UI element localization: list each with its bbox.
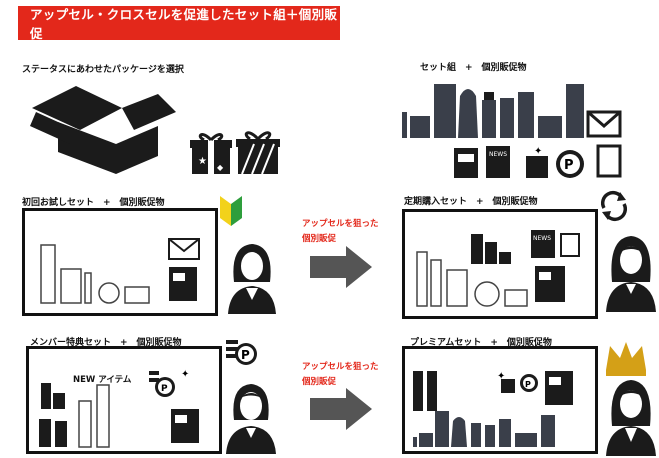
title-banner: アップセル・クロスセルを促進したセット組＋個別販促 xyxy=(18,6,340,41)
woman-avatar-icon xyxy=(228,244,276,314)
beginner-mark-icon xyxy=(220,196,242,226)
premium-set-label: プレミアムセット + 個別販促物 xyxy=(410,338,552,348)
upsell-label-2: アップセルを狙った 個別販促 xyxy=(302,360,379,390)
upsell-label-1: アップセルを狙った 個別販促 xyxy=(302,217,379,247)
member-items-icon: P ✦ xyxy=(39,369,199,448)
gift-box-icon: ★◆ xyxy=(190,133,232,174)
gift-box-striped-icon xyxy=(236,131,280,175)
refresh-icon xyxy=(600,191,628,221)
member-set-label: メンバー特典セット + 個別販促物 xyxy=(30,338,182,348)
woman-avatar-icon xyxy=(606,236,656,312)
set-products-icon xyxy=(402,84,622,138)
svg-text:P: P xyxy=(525,380,531,389)
svg-text:★: ★ xyxy=(198,156,207,167)
regular-items-icon: NEWS xyxy=(416,230,580,307)
svg-text:◆: ◆ xyxy=(217,163,224,172)
svg-text:P: P xyxy=(241,348,250,362)
upsell-text-line2: 個別販促 xyxy=(302,377,337,387)
trial-set-box xyxy=(22,208,218,316)
package-select-label: ステータスにあわせたパッケージを選択 xyxy=(22,65,184,75)
title-text: アップセル・クロスセルを促進したセット組＋個別販促 xyxy=(30,7,338,41)
promo-items-icon: NEWS ✦ P xyxy=(454,144,622,178)
svg-text:NEWS: NEWS xyxy=(533,235,551,242)
upsell-text-line1: アップセルを狙った xyxy=(302,219,379,229)
open-box-icon xyxy=(30,86,176,174)
regular-set-box: NEWS xyxy=(402,209,598,319)
svg-text:P: P xyxy=(564,158,574,173)
woman-avatar-icon xyxy=(226,384,276,454)
arrow-right-icon xyxy=(310,246,372,288)
svg-text:P: P xyxy=(161,384,168,394)
set-label: セット組 + 個別販促物 xyxy=(420,63,527,73)
crown-icon xyxy=(606,342,646,376)
premium-items-icon: ✦ P xyxy=(413,371,573,447)
trial-set-label: 初回お試しセット + 個別販促物 xyxy=(22,198,165,208)
svg-text:✦: ✦ xyxy=(534,146,542,157)
regular-set-label: 定期購入セット + 個別販促物 xyxy=(404,197,538,207)
upsell-text-line1: アップセルを狙った xyxy=(302,362,379,372)
arrow-right-icon xyxy=(310,388,372,430)
svg-text:✦: ✦ xyxy=(181,369,189,380)
trial-items-icon xyxy=(40,238,200,304)
upsell-text-line2: 個別販促 xyxy=(302,234,337,244)
svg-text:✦: ✦ xyxy=(497,371,505,382)
new-item-label: NEW アイテム xyxy=(73,375,132,385)
member-set-box: NEW アイテム P ✦ xyxy=(26,346,222,454)
premium-set-box: ✦ P xyxy=(402,346,598,454)
woman-avatar-icon xyxy=(606,380,656,456)
point-coin-icon: P xyxy=(226,340,257,365)
svg-text:NEWS: NEWS xyxy=(489,151,507,158)
